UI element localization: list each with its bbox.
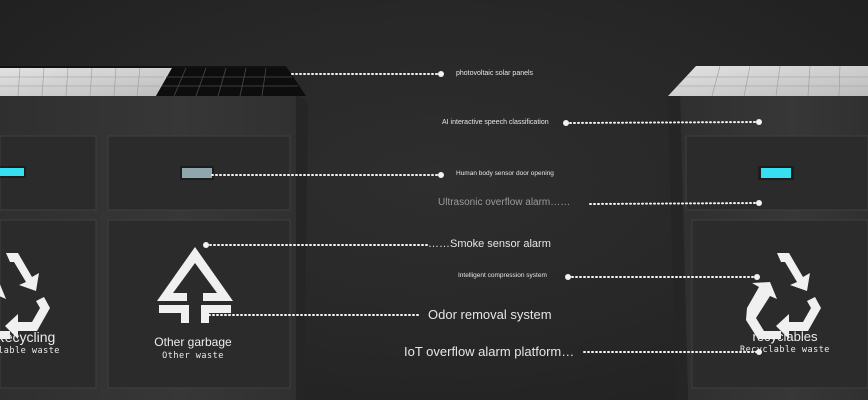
label-human-body-sensor: Human body sensor door opening: [456, 170, 554, 177]
label-iot-overflow-platform: IoT overflow alarm platform…: [404, 344, 575, 359]
solar-panel-right: [668, 65, 868, 97]
indicator-light: [182, 168, 212, 178]
indicator-light: [761, 168, 791, 178]
bin-title-other-garbage: Other garbage: [154, 335, 232, 349]
bin-subtitle-recyclable-waste-right: Recyclable waste: [740, 345, 830, 355]
indicator-light: [0, 168, 24, 176]
callout-lines: [203, 71, 762, 355]
other-garbage-icon: [157, 247, 233, 323]
left-lower-door-a: [0, 219, 97, 389]
left-bin: [0, 66, 308, 400]
label-ultrasonic-overflow-alarm: Ultrasonic overflow alarm……: [438, 197, 571, 208]
label-smoke-sensor-alarm: ……Smoke sensor alarm: [428, 238, 551, 250]
bin-title-recycling: Recycling: [0, 329, 56, 345]
bin-subtitle-recyclable-waste: Recyclable waste: [0, 346, 60, 356]
bin-title-recyclables: recyclables: [752, 329, 818, 344]
label-intelligent-compression: Intelligent compression system: [458, 272, 547, 279]
label-odor-removal-system: Odor removal system: [428, 307, 552, 322]
bin-subtitle-other-waste: Other waste: [162, 351, 224, 361]
label-photovoltaic-solar-panels: photovoltaic solar panels: [456, 70, 534, 77]
left-lower-door-b: [107, 219, 291, 389]
label-ai-speech-classification: AI interactive speech classification: [442, 119, 549, 126]
right-bin: [668, 65, 868, 400]
right-lower-door: [691, 219, 868, 389]
solar-panel-left: [0, 66, 306, 97]
